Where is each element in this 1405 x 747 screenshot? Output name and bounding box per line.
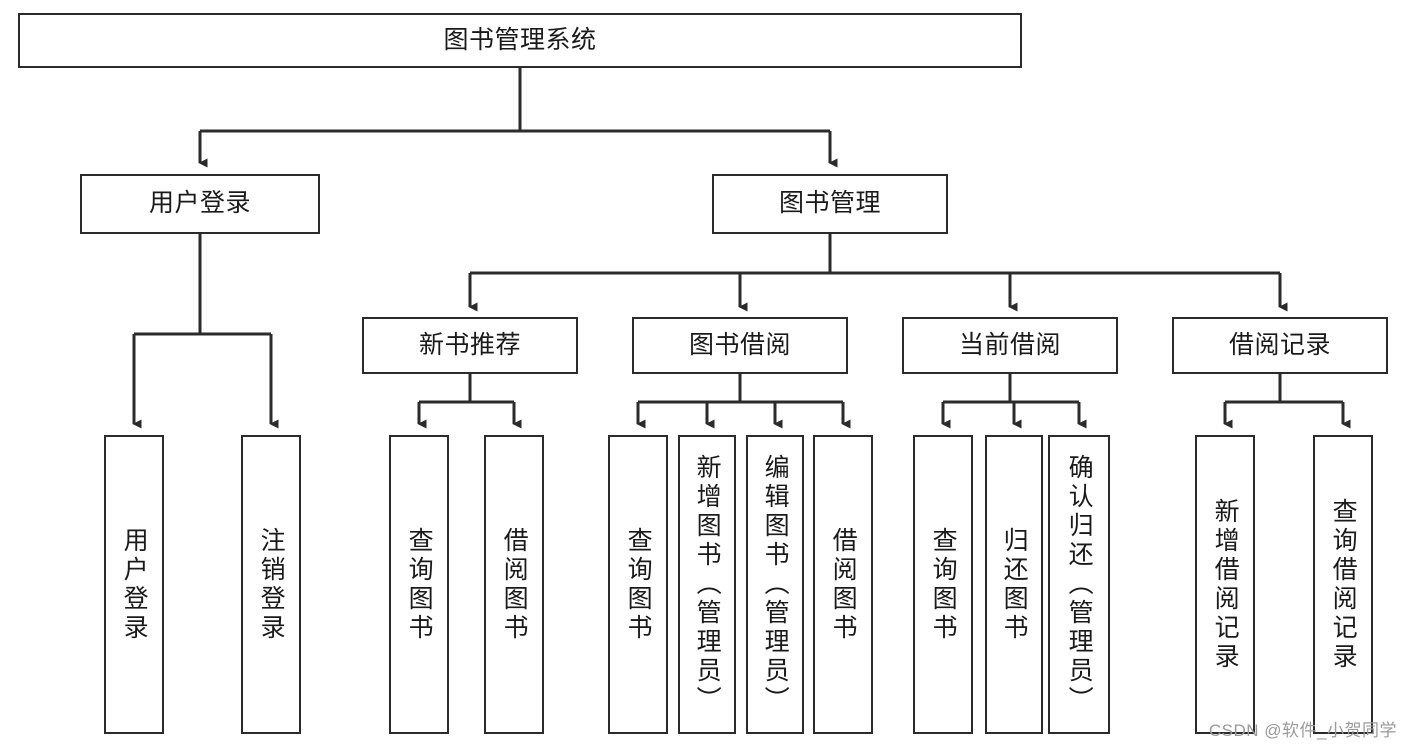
node-leaf-query-book-1-label: 查询图书 (405, 526, 434, 643)
watermark: CSDN @软件_小贺同学 (1208, 721, 1397, 740)
node-root[interactable]: 图书管理系统 (18, 13, 1022, 68)
node-book-borrow[interactable]: 图书借阅 (632, 317, 848, 374)
node-leaf-edit-book-admin[interactable]: 编辑图书（管理员） (746, 435, 804, 734)
node-book-manage[interactable]: 图书管理 (712, 174, 948, 234)
node-leaf-edit-book-admin-label: 编辑图书（管理员） (761, 454, 790, 715)
node-leaf-query-book-2-label: 查询图书 (624, 526, 653, 643)
node-leaf-user-logout-label: 注销登录 (257, 526, 286, 643)
node-current-borrow-label: 当前借阅 (958, 330, 1061, 359)
node-leaf-query-book-3[interactable]: 查询图书 (913, 435, 973, 734)
node-leaf-borrow-book-2[interactable]: 借阅图书 (813, 435, 873, 734)
node-leaf-confirm-return-admin-label: 确认归还（管理员） (1065, 454, 1094, 715)
node-leaf-borrow-book-2-label: 借阅图书 (829, 526, 858, 643)
node-root-label: 图书管理系统 (443, 25, 597, 54)
node-book-borrow-label: 图书借阅 (688, 330, 791, 359)
node-leaf-confirm-return-admin[interactable]: 确认归还（管理员） (1048, 435, 1110, 734)
node-leaf-query-book-1[interactable]: 查询图书 (389, 435, 449, 734)
node-leaf-user-logout[interactable]: 注销登录 (241, 435, 301, 734)
node-user-login-label: 用户登录 (148, 189, 251, 218)
node-leaf-add-book-admin[interactable]: 新增图书（管理员） (678, 435, 736, 734)
node-leaf-user-login[interactable]: 用户登录 (104, 435, 164, 734)
node-current-borrow[interactable]: 当前借阅 (902, 317, 1118, 374)
node-leaf-borrow-book-1[interactable]: 借阅图书 (484, 435, 544, 734)
node-leaf-query-borrow-record[interactable]: 查询借阅记录 (1313, 435, 1373, 734)
node-new-book-recommend-label: 新书推荐 (418, 330, 521, 359)
node-leaf-return-book-label: 归还图书 (1000, 526, 1029, 643)
node-leaf-borrow-book-1-label: 借阅图书 (500, 526, 529, 643)
node-leaf-query-borrow-record-label: 查询借阅记录 (1329, 497, 1358, 672)
node-book-manage-label: 图书管理 (778, 189, 881, 218)
node-leaf-add-borrow-record-label: 新增借阅记录 (1211, 497, 1240, 672)
node-borrow-record-label: 借阅记录 (1228, 330, 1331, 359)
node-leaf-return-book[interactable]: 归还图书 (985, 435, 1043, 734)
node-leaf-add-borrow-record[interactable]: 新增借阅记录 (1195, 435, 1255, 734)
node-leaf-query-book-2[interactable]: 查询图书 (608, 435, 668, 734)
node-borrow-record[interactable]: 借阅记录 (1172, 317, 1388, 374)
node-leaf-query-book-3-label: 查询图书 (929, 526, 958, 643)
node-leaf-user-login-label: 用户登录 (120, 526, 149, 643)
node-new-book-recommend[interactable]: 新书推荐 (362, 317, 578, 374)
node-leaf-add-book-admin-label: 新增图书（管理员） (693, 454, 722, 715)
node-user-login[interactable]: 用户登录 (80, 174, 320, 234)
